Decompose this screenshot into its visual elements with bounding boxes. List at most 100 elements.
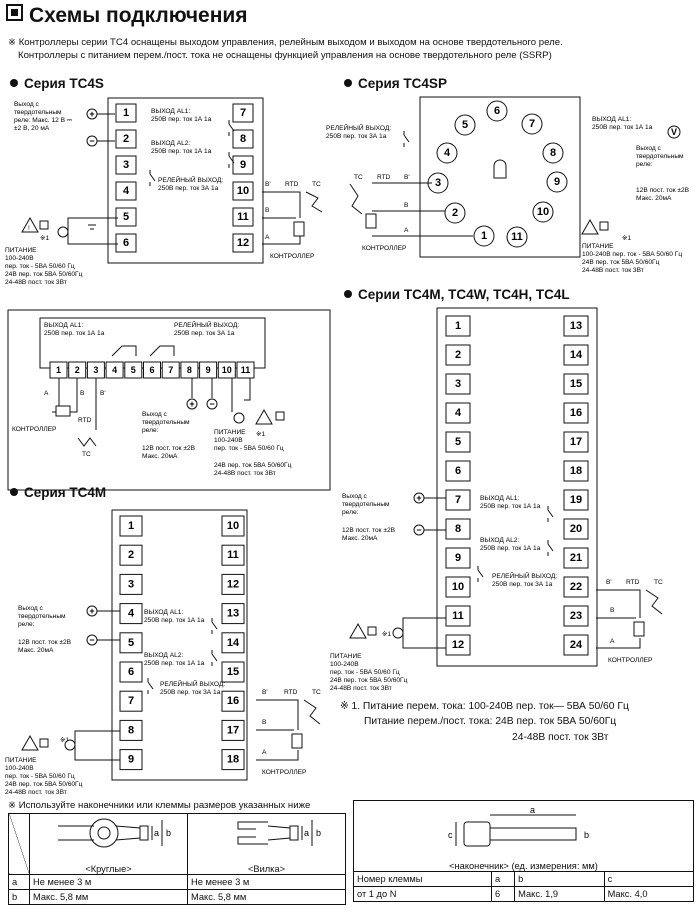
terminal-11: 11 (445, 605, 471, 627)
tc4m-power-label-5: 24-48В пост. ток 3Вт (5, 789, 67, 796)
diagonal-cell (8, 813, 30, 875)
terminal-number: 5 (455, 436, 461, 448)
terminal-circle (473, 225, 495, 247)
tc4m-controller-label: КОНТРОЛЛЕР (262, 769, 307, 776)
round-a-value: Не менее 3 м (29, 874, 188, 890)
terminal-2: 2 (119, 544, 143, 566)
tc4mw-b-label: B (610, 607, 615, 614)
tc4mw-a-label: A (610, 638, 615, 645)
intro-line-2: Контроллеры с питанием перем./пост. тока… (18, 50, 552, 61)
terminal-number: 3 (128, 578, 134, 590)
terminal-box (115, 129, 137, 149)
tc4y-ssr-label-3: реле: (142, 427, 159, 434)
terminal-7: 7 (445, 489, 471, 511)
terminal-number: 7 (455, 494, 461, 506)
terminal-19: 19 (563, 489, 589, 511)
terminal-4: 4 (115, 181, 137, 201)
tc4sp-power-label-2: 100-240В пер. ток - 5ВА 50/60 Гц (582, 251, 682, 258)
table-row: <Круглые> <Вилка> (8, 813, 346, 875)
minus-sign-icon: − (416, 525, 421, 535)
table-row: b Макс. 5,8 мм Макс. 5,8 мм (8, 889, 346, 905)
tc4m-al1-label-1: ВЫХОД AL1: (144, 609, 183, 616)
tc4s-b-prime-label: B' (265, 181, 271, 188)
ferrule-units: (ед. измерения: мм) (511, 861, 598, 871)
terminal-15: 15 (563, 373, 589, 395)
tc4s-note: ※1 (40, 235, 50, 242)
terminal-4: 4 (436, 142, 458, 164)
terminal-9: 9 (445, 547, 471, 569)
tc4mw-ssr-label-5: Макс. 20мА (342, 535, 378, 542)
terminal-box (232, 129, 254, 149)
relay-contact-icon (547, 539, 554, 557)
series-tc4mw-title: Серии TC4M, TC4W, TC4H, TC4L (344, 287, 570, 302)
terminal-number: 4 (128, 608, 135, 620)
terminal-4: 4 (119, 603, 143, 625)
terminal-box (445, 605, 471, 627)
tc4sp-a-label: A (404, 227, 409, 234)
terminal-8: 8 (119, 719, 143, 741)
thermocouple-icon (77, 437, 97, 447)
tc4mw-rtd-label: RTD (626, 579, 640, 586)
terminal-number: 18 (570, 465, 582, 477)
tc4m-note: ※1 (60, 737, 70, 744)
terminal-box (119, 603, 143, 625)
terminal-number: 9 (206, 365, 211, 375)
tc4y-relay-label-1: РЕЛЕЙНЫЙ ВЫХОД: (174, 320, 239, 329)
terminal-number: 10 (227, 520, 239, 532)
double-insulation-icon (39, 738, 49, 748)
terminal-number: 11 (511, 231, 523, 243)
plus-sign-icon: + (89, 606, 94, 616)
terminal-box (236, 361, 255, 379)
terminal-22: 22 (563, 576, 589, 598)
terminal-number: 5 (131, 365, 136, 375)
terminal-number: 12 (237, 237, 249, 249)
terminal-number: 15 (570, 378, 582, 390)
terminal-number: 9 (554, 176, 560, 188)
terminal-4: 4 (445, 402, 471, 424)
terminal-20: 20 (563, 518, 589, 540)
terminal-box (232, 181, 254, 201)
tc4m-ssr-label-3: реле: (18, 621, 35, 628)
relay-contact-icon (477, 565, 484, 583)
terminal-box (115, 155, 137, 175)
tc4mw-al2-label-2: 250В пер. ток 1А 1а (480, 545, 541, 552)
terminal-11: 11 (236, 361, 255, 379)
ferrule-value-a: 6 (490, 886, 516, 902)
tc4mw-ssr-label-4: 12В пост. ток ±2В (342, 527, 396, 534)
terminal-box (563, 460, 589, 482)
tc4s-al2-label-2: 250В пер. ток 1А 1а (151, 148, 212, 155)
table-row: Номер клеммы a b c (353, 871, 695, 887)
socket-key-icon (493, 159, 507, 179)
lug-table: <Круглые> <Вилка> a Не менее 3 м Не мене… (8, 813, 346, 905)
terminal-box (445, 344, 471, 366)
relay-contact-icon (147, 677, 154, 695)
square-bullet-icon (6, 4, 23, 21)
terminal-6: 6 (115, 233, 137, 253)
terminal-1: 1 (49, 361, 68, 379)
tc4y-relay-label-2: 250В пер. ток 3А 1а (174, 330, 235, 337)
tc4s-controller-label: КОНТРОЛЛЕР (270, 253, 315, 260)
round-b-value: Макс. 5,8 мм (29, 889, 188, 905)
terminal-10: 10 (221, 515, 245, 537)
terminal-7: 7 (232, 103, 254, 123)
terminal-6: 6 (143, 361, 161, 379)
tc4y-b-label: B (80, 390, 85, 397)
terminal-2: 2 (444, 202, 466, 224)
terminal-number: 15 (227, 666, 239, 678)
terminal-2: 2 (445, 344, 471, 366)
terminal-box (119, 632, 143, 654)
terminal-number: 4 (444, 147, 451, 159)
ferrule-drawing-cell: <наконечник> (ед. измерения: мм) (353, 800, 694, 872)
terminal-number: 24 (570, 639, 583, 651)
ferrule-caption: <наконечник> (449, 861, 509, 871)
tc4s-ssr-label-4: ±2 В, 20 мА (14, 125, 50, 132)
terminal-box (221, 632, 245, 654)
terminal-number: 3 (93, 365, 98, 375)
terminal-1: 1 (115, 103, 137, 123)
terminal-circle (506, 226, 528, 248)
tc4s-rtd-label: RTD (285, 181, 299, 188)
terminal-box (119, 690, 143, 712)
tc4mw-ssr-label-1: Выход с (342, 493, 368, 500)
